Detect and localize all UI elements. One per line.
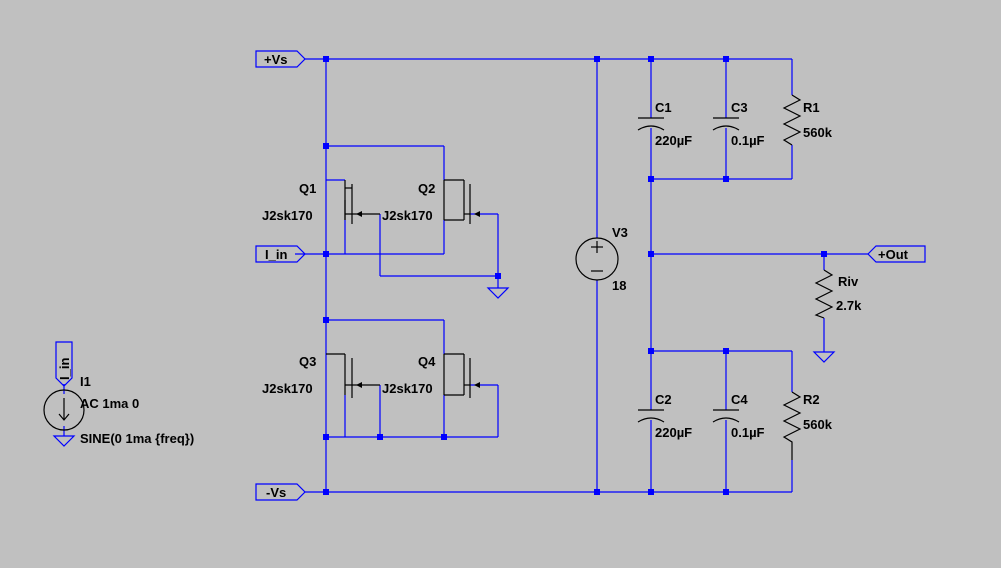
v3-ref: V3 bbox=[612, 225, 628, 240]
q3-value: J2sk170 bbox=[262, 381, 313, 396]
c4-ref: C4 bbox=[731, 392, 748, 407]
capacitor-c4[interactable] bbox=[712, 409, 740, 423]
riv-value: 2.7k bbox=[836, 298, 862, 313]
ground-riv bbox=[812, 351, 836, 363]
voltage-source-v3[interactable] bbox=[575, 237, 619, 281]
r2-value: 560k bbox=[803, 417, 833, 432]
r1-value: 560k bbox=[803, 125, 833, 140]
c2-value: 220µF bbox=[655, 425, 692, 440]
q4-ref: Q4 bbox=[418, 354, 436, 369]
net-flag-i-in-label: I_in bbox=[265, 247, 287, 262]
v3-value: 18 bbox=[612, 278, 626, 293]
q4-value: J2sk170 bbox=[382, 381, 433, 396]
net-flag-vs-neg-label: -Vs bbox=[266, 485, 286, 500]
resistor-r2[interactable] bbox=[782, 391, 802, 460]
q3-ref: Q3 bbox=[299, 354, 316, 369]
i1-ref: I1 bbox=[80, 374, 91, 389]
net-flag-i-in-source-label: I_in bbox=[57, 358, 72, 380]
q2-ref: Q2 bbox=[418, 181, 435, 196]
c1-ref: C1 bbox=[655, 100, 672, 115]
jfet-q3[interactable] bbox=[326, 353, 380, 398]
i1-value2: SINE(0 1ma {freq}) bbox=[80, 431, 194, 446]
capacitor-c1[interactable] bbox=[637, 117, 665, 131]
jfet-q4[interactable] bbox=[443, 353, 480, 398]
net-flag-i-in[interactable]: I_in bbox=[255, 245, 306, 263]
net-flag-out-label: +Out bbox=[878, 247, 909, 262]
net-flag-out[interactable]: +Out bbox=[867, 245, 926, 263]
ground-i1 bbox=[52, 435, 76, 447]
net-flag-vs-neg[interactable]: -Vs bbox=[255, 483, 306, 501]
component-labels: Q1 J2sk170 Q2 J2sk170 Q3 J2sk170 Q4 J2sk… bbox=[80, 100, 862, 446]
c3-ref: C3 bbox=[731, 100, 748, 115]
net-flag-i-in-source[interactable]: I_in bbox=[55, 341, 73, 387]
r2-ref: R2 bbox=[803, 392, 820, 407]
junction-dots bbox=[323, 56, 827, 495]
c2-ref: C2 bbox=[655, 392, 672, 407]
c1-value: 220µF bbox=[655, 133, 692, 148]
c3-value: 0.1µF bbox=[731, 133, 765, 148]
net-flag-vs-pos-label: +Vs bbox=[264, 52, 288, 67]
c4-value: 0.1µF bbox=[731, 425, 765, 440]
capacitor-c2[interactable] bbox=[637, 409, 665, 423]
jfet-q1[interactable] bbox=[344, 180, 380, 224]
q1-value: J2sk170 bbox=[262, 208, 313, 223]
riv-ref: Riv bbox=[838, 274, 859, 289]
resistor-riv[interactable] bbox=[814, 269, 834, 319]
ground-q-substrate bbox=[486, 287, 510, 299]
current-source-i1[interactable] bbox=[43, 389, 85, 431]
capacitor-c3[interactable] bbox=[712, 117, 740, 131]
resistor-r1[interactable] bbox=[782, 94, 802, 146]
i1-value: AC 1ma 0 bbox=[80, 396, 139, 411]
net-flag-vs-pos[interactable]: +Vs bbox=[255, 50, 306, 68]
r1-ref: R1 bbox=[803, 100, 820, 115]
q1-ref: Q1 bbox=[299, 181, 316, 196]
q2-value: J2sk170 bbox=[382, 208, 433, 223]
jfet-q2[interactable] bbox=[443, 179, 480, 224]
